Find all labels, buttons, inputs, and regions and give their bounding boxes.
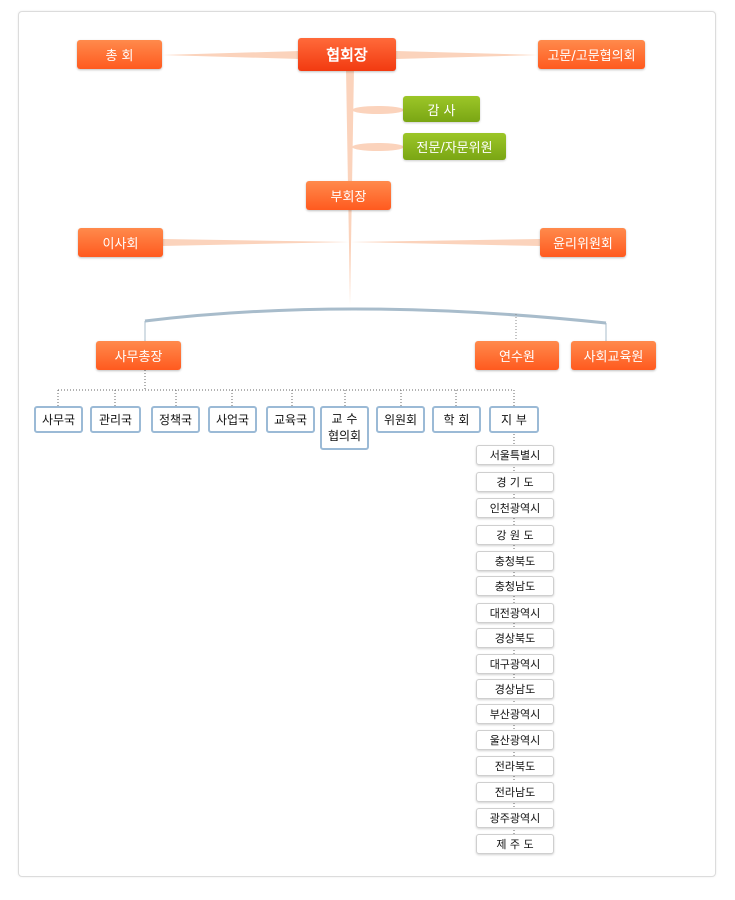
department-committee[interactable]: 위원회 bbox=[376, 406, 425, 433]
auditor-box[interactable]: 감 사 bbox=[403, 96, 480, 122]
branch-item[interactable]: 제 주 도 bbox=[476, 834, 554, 854]
branch-item[interactable]: 경상남도 bbox=[476, 679, 554, 699]
board-box[interactable]: 이사회 bbox=[78, 228, 163, 257]
vice-chairman-box[interactable]: 부회장 bbox=[306, 181, 391, 210]
professor-council-line2: 협의회 bbox=[327, 429, 362, 443]
department-society[interactable]: 학 회 bbox=[432, 406, 481, 433]
branch-item[interactable]: 경상북도 bbox=[476, 628, 554, 648]
department-professor-council[interactable]: 교 수 협의회 bbox=[320, 406, 369, 450]
branch-item[interactable]: 전라북도 bbox=[476, 756, 554, 776]
branch-item[interactable]: 충청남도 bbox=[476, 576, 554, 596]
department-management[interactable]: 관리국 bbox=[90, 406, 141, 433]
branch-item[interactable]: 전라남도 bbox=[476, 782, 554, 802]
branch-item[interactable]: 서울특별시 bbox=[476, 445, 554, 465]
general-assembly-box[interactable]: 총 회 bbox=[77, 40, 162, 69]
branch-item[interactable]: 인천광역시 bbox=[476, 498, 554, 518]
branch-item[interactable]: 부산광역시 bbox=[476, 704, 554, 724]
department-education[interactable]: 교육국 bbox=[266, 406, 315, 433]
department-policy[interactable]: 정책국 bbox=[151, 406, 200, 433]
branch-item[interactable]: 강 원 도 bbox=[476, 525, 554, 545]
branch-item[interactable]: 광주광역시 bbox=[476, 808, 554, 828]
branch-item[interactable]: 대구광역시 bbox=[476, 654, 554, 674]
chairman-box[interactable]: 협회장 bbox=[298, 38, 396, 71]
professor-council-line1: 교 수 bbox=[331, 412, 358, 426]
department-office[interactable]: 사무국 bbox=[34, 406, 83, 433]
department-branches[interactable]: 지 부 bbox=[489, 406, 539, 433]
advisors-box[interactable]: 고문/고문협의회 bbox=[538, 40, 645, 69]
training-institute-box[interactable]: 연수원 bbox=[475, 341, 559, 370]
ethics-committee-box[interactable]: 윤리위원회 bbox=[540, 228, 626, 257]
secretary-general-box[interactable]: 사무총장 bbox=[96, 341, 181, 370]
branch-item[interactable]: 경 기 도 bbox=[476, 472, 554, 492]
branch-item[interactable]: 충청북도 bbox=[476, 551, 554, 571]
department-business[interactable]: 사업국 bbox=[208, 406, 257, 433]
branch-item[interactable]: 울산광역시 bbox=[476, 730, 554, 750]
social-education-box[interactable]: 사회교육원 bbox=[571, 341, 656, 370]
branch-item[interactable]: 대전광역시 bbox=[476, 603, 554, 623]
expert-committee-box[interactable]: 전문/자문위원 bbox=[403, 133, 506, 160]
